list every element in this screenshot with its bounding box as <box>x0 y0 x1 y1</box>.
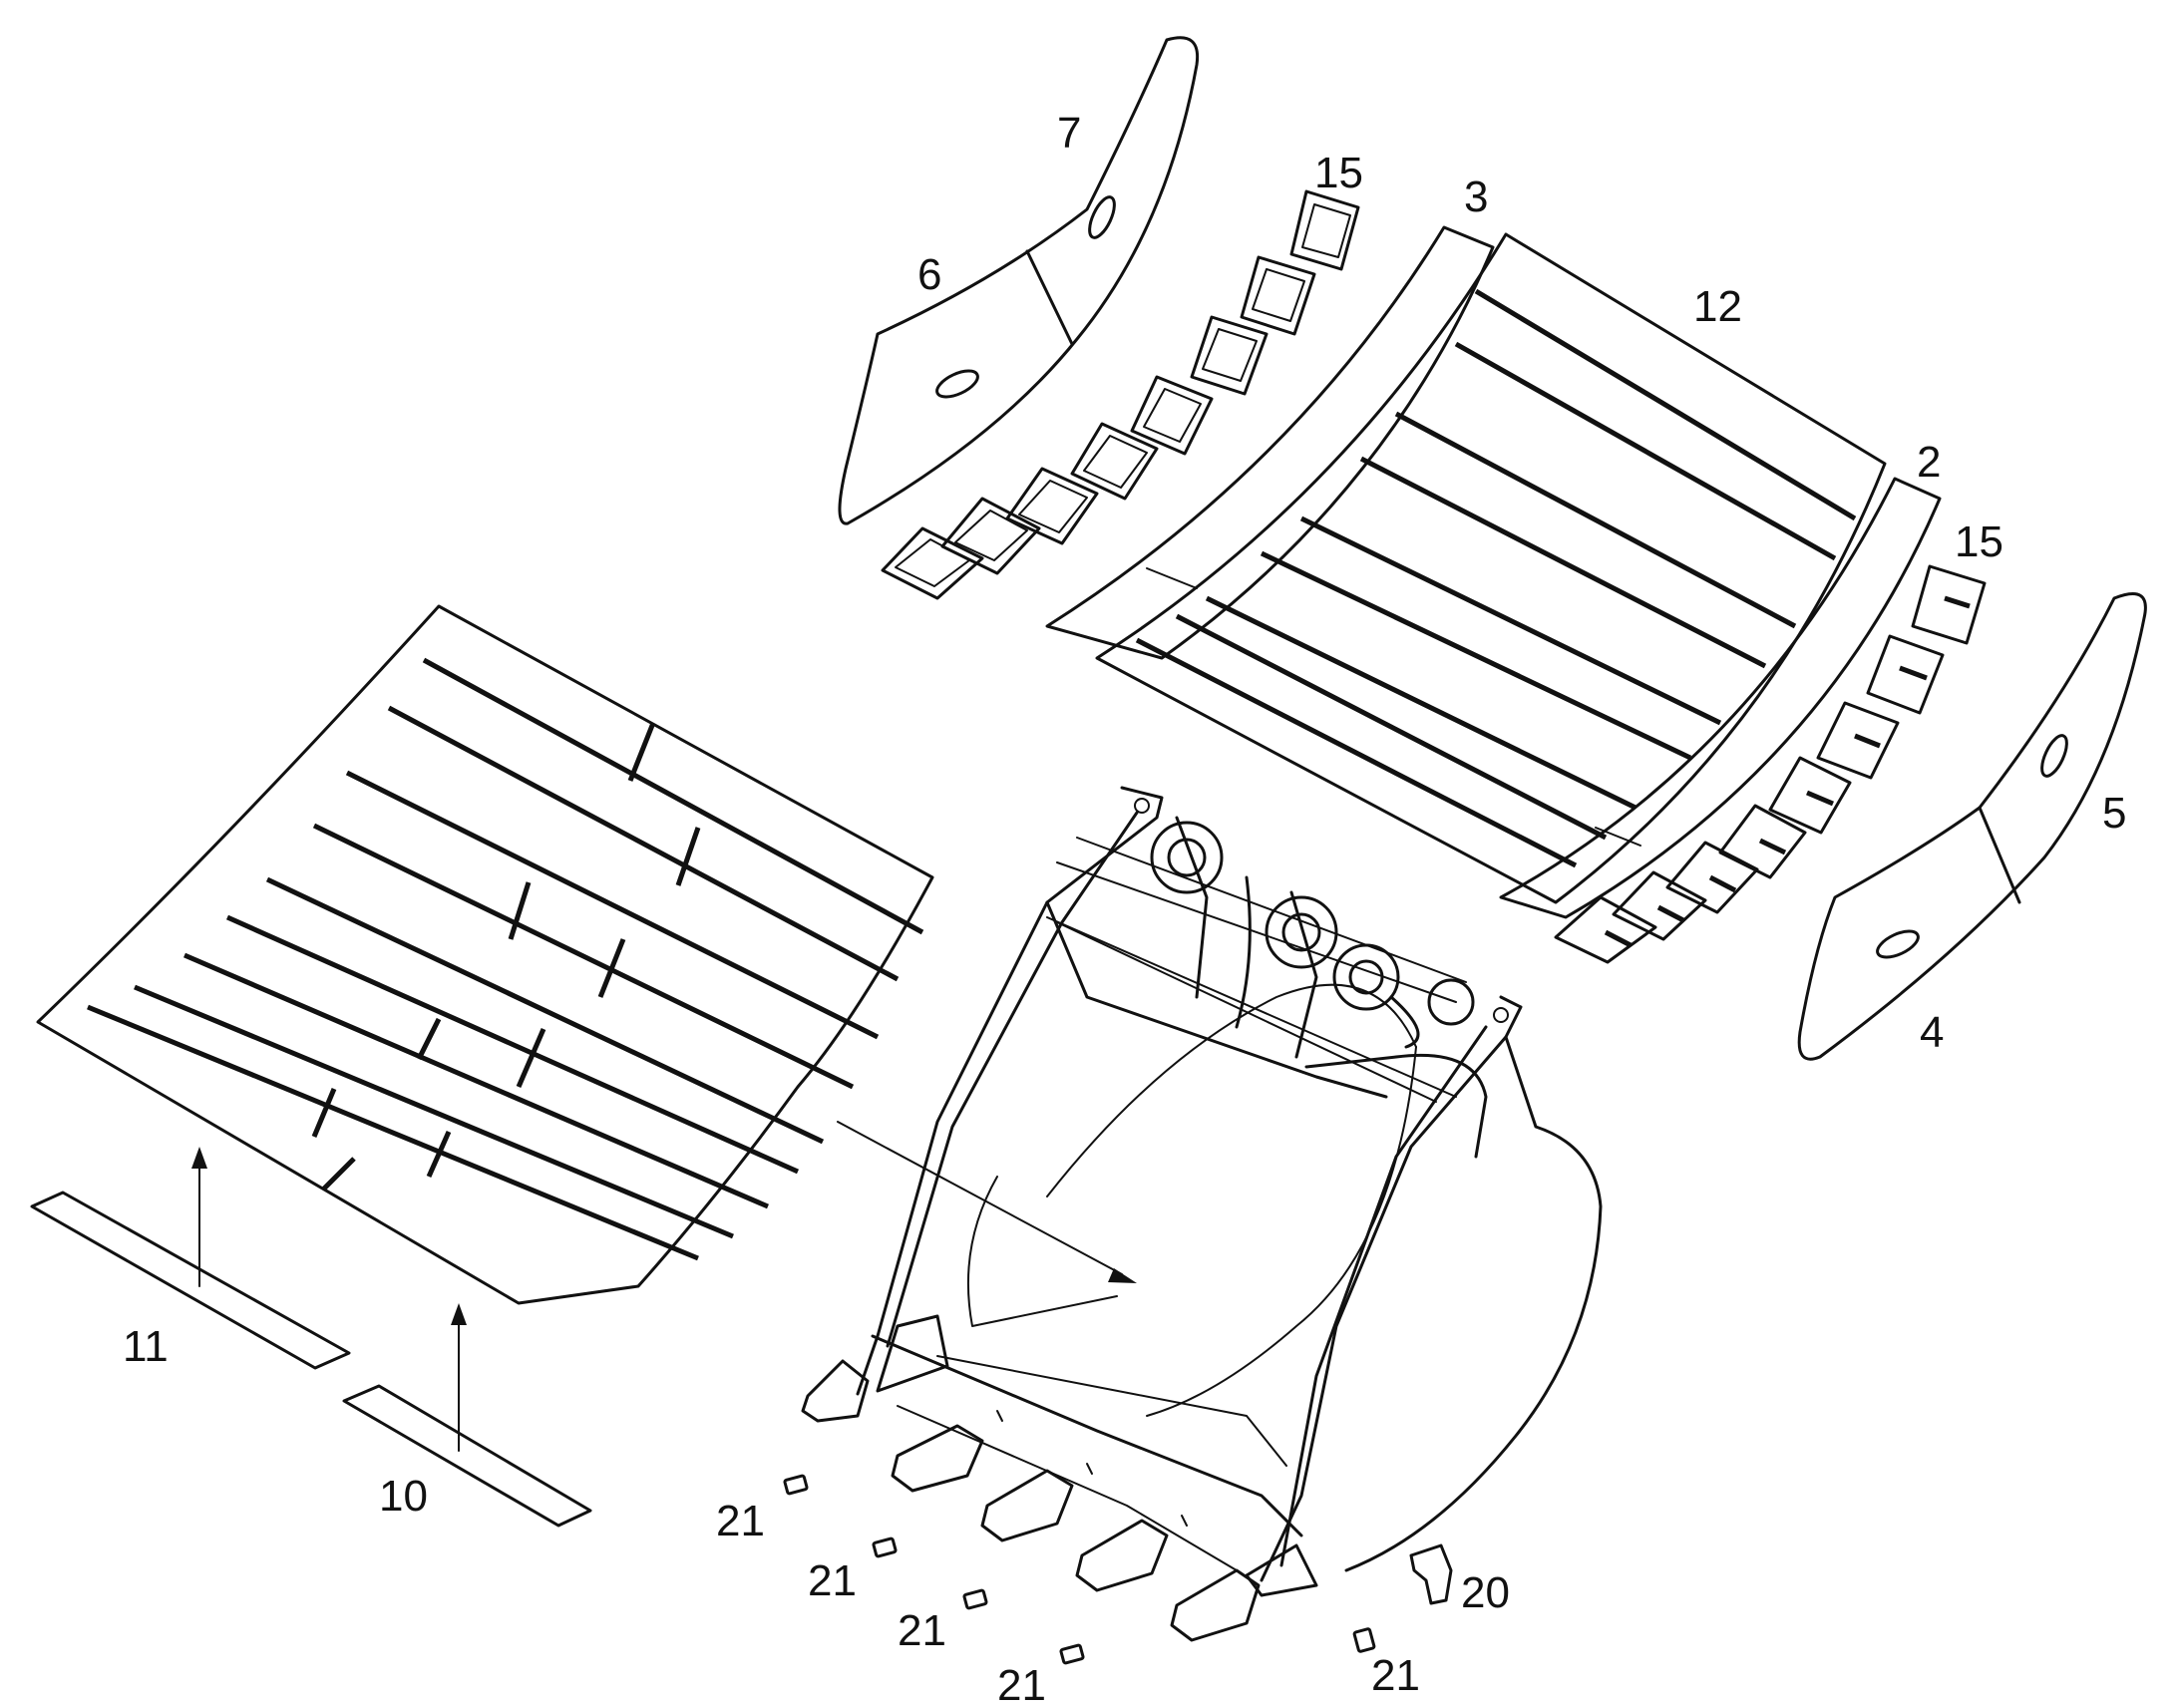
callout-21-b: 21 <box>808 1556 857 1605</box>
callout-11: 11 <box>123 1322 169 1371</box>
strip-10 <box>342 1384 592 1528</box>
strip-11 <box>30 1191 351 1370</box>
floor-liner-plates <box>36 604 934 1305</box>
callout-21-c: 21 <box>898 1606 946 1655</box>
arrow-to-bucket <box>837 1121 1137 1283</box>
bucket-body <box>856 786 1603 1597</box>
callout-15-right: 15 <box>1955 517 2003 566</box>
callout-20: 20 <box>1461 1568 1510 1617</box>
callout-15-top: 15 <box>1314 149 1363 197</box>
callout-21-a: 21 <box>716 1497 765 1545</box>
arrow-11 <box>191 1147 207 1287</box>
callout-21-e: 21 <box>1371 1651 1420 1700</box>
callout-7: 7 <box>1057 109 1081 158</box>
side-wear-plate-4-5 <box>1797 592 2147 1061</box>
arrow-10 <box>451 1303 467 1452</box>
callout-21-d: 21 <box>997 1661 1046 1708</box>
callout-12: 12 <box>1693 282 1742 331</box>
bucket-teeth <box>801 1359 1261 1642</box>
side-wear-plate-6-7 <box>838 36 1200 525</box>
back-liner-plates-12 <box>1095 232 1887 904</box>
lock-part-20 <box>1409 1543 1453 1605</box>
callout-2: 2 <box>1917 438 1941 487</box>
callout-10: 10 <box>379 1472 428 1521</box>
callout-6: 6 <box>917 250 941 299</box>
curved-strip-3 <box>1045 225 1495 660</box>
callout-3: 3 <box>1464 172 1488 221</box>
wear-buttons-15-left <box>881 189 1360 600</box>
callout-4: 4 <box>1920 1008 1944 1057</box>
callout-5: 5 <box>2102 789 2126 838</box>
wear-buttons-15-right <box>1554 564 1987 964</box>
retainer-pins-21 <box>783 1474 1376 1665</box>
